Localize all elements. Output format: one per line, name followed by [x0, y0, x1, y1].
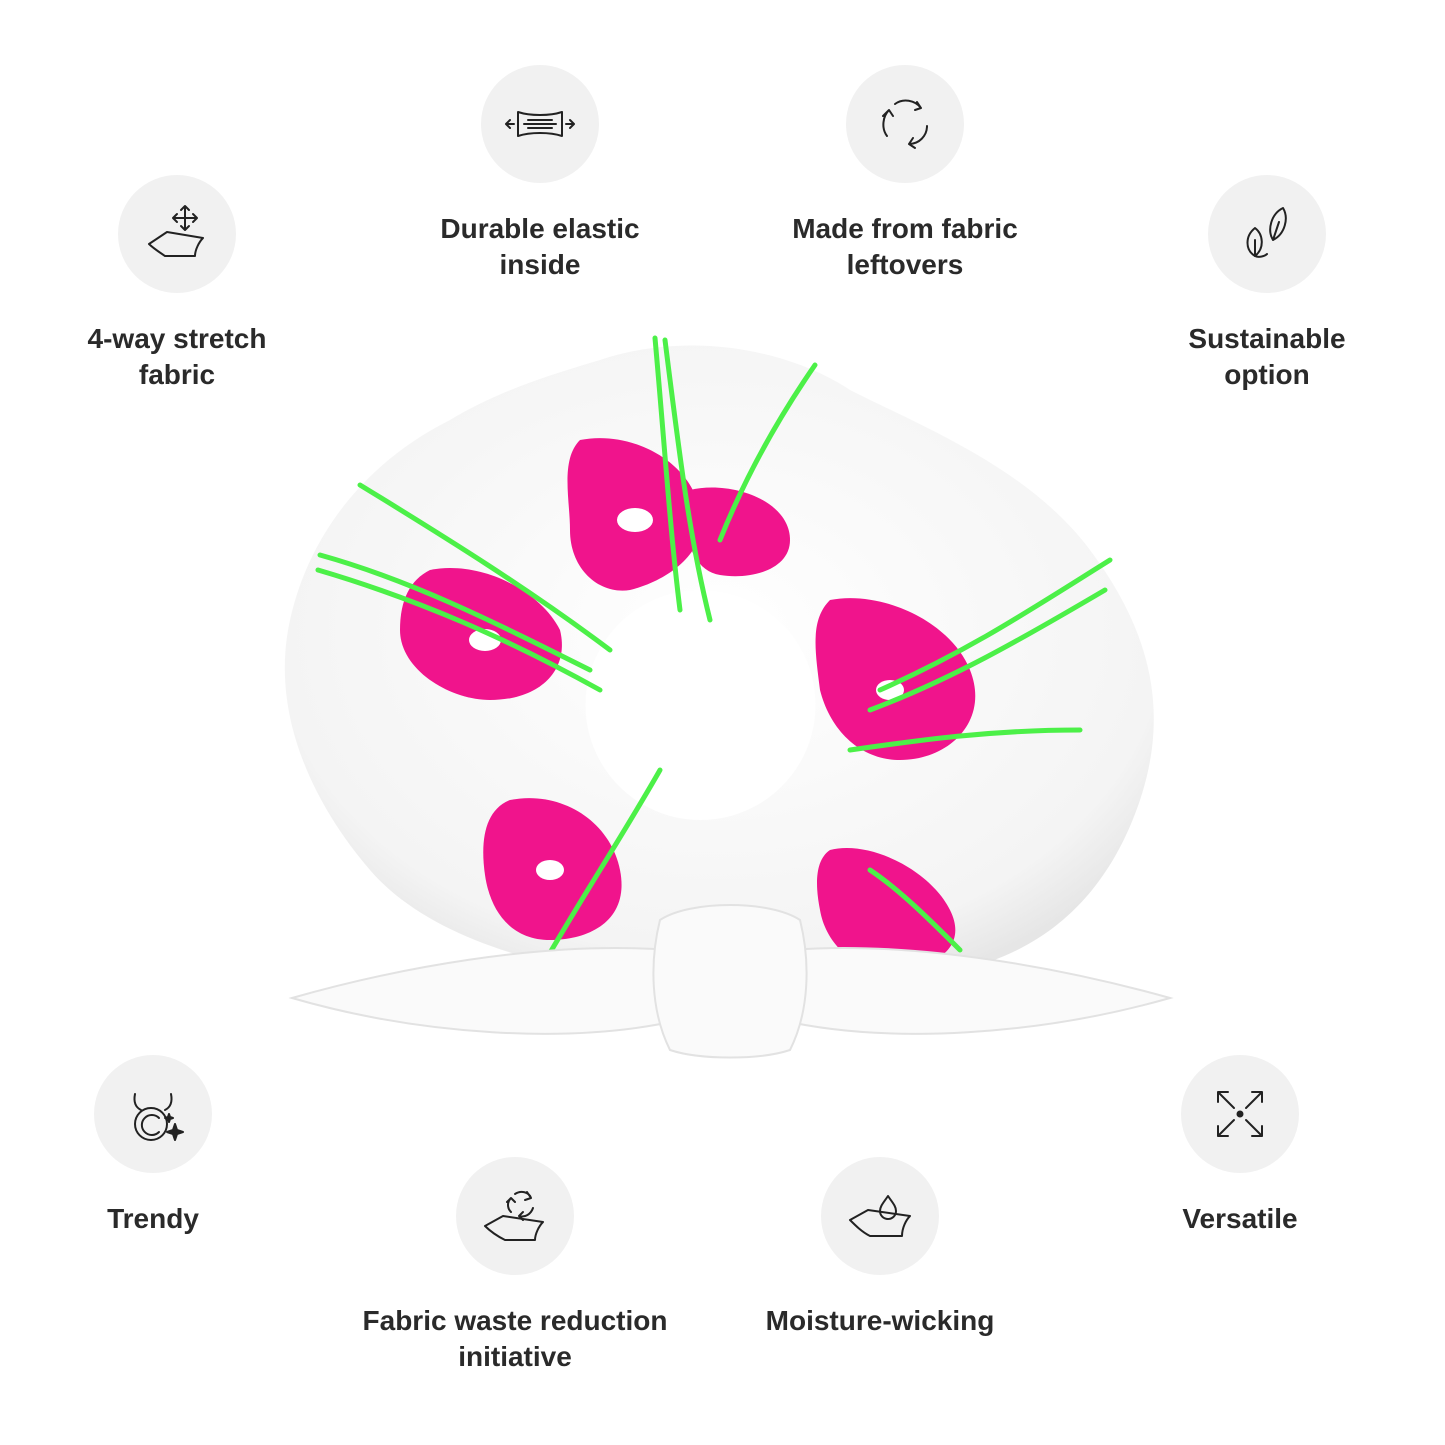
- fabric-recycle-icon: [484, 1190, 544, 1241]
- feature-fabric-leftovers: Made from fabric leftovers: [745, 65, 1065, 283]
- elastic-band-icon-circle: [481, 65, 599, 183]
- feature-label: Made from fabric leftovers: [792, 213, 1018, 280]
- feature-label: Durable elastic inside: [440, 213, 640, 280]
- feature-label: Moisture-wicking: [765, 1305, 995, 1336]
- elastic-band-icon: [505, 111, 575, 137]
- expand-arrows-icon-circle: [1181, 1055, 1299, 1173]
- recycle-arrows-icon: [882, 99, 928, 149]
- feature-label: Versatile: [1182, 1203, 1298, 1234]
- feature-versatile: Versatile: [1080, 1055, 1400, 1237]
- stretch-fabric-icon-circle: [118, 175, 236, 293]
- stretch-fabric-icon: [148, 205, 204, 257]
- feature-label: Trendy: [107, 1203, 199, 1234]
- expand-arrows-icon: [1217, 1091, 1263, 1137]
- recycle-arrows-icon-circle: [846, 65, 964, 183]
- feature-4-way-stretch: 4-way stretch fabric: [17, 175, 337, 393]
- trendy-sparkle-icon-circle: [94, 1055, 212, 1173]
- feature-trendy: Trendy: [0, 1055, 313, 1237]
- scrunchie-product-image: [284, 335, 1174, 1059]
- feature-fabric-waste-reduction: Fabric waste reduction initiative: [355, 1157, 675, 1375]
- leaves-icon: [1246, 207, 1287, 258]
- water-drop-fabric-icon-circle: [821, 1157, 939, 1275]
- fabric-recycle-icon-circle: [456, 1157, 574, 1275]
- feature-label: Fabric waste reduction initiative: [362, 1305, 668, 1372]
- feature-moisture-wicking: Moisture-wicking: [720, 1157, 1040, 1339]
- feature-label: 4-way stretch fabric: [87, 323, 267, 390]
- feature-durable-elastic: Durable elastic inside: [380, 65, 700, 283]
- feature-sustainable: Sustainable option: [1107, 175, 1427, 393]
- leaves-icon-circle: [1208, 175, 1326, 293]
- trendy-sparkle-icon: [133, 1093, 184, 1141]
- feature-label: Sustainable option: [1188, 323, 1346, 390]
- water-drop-fabric-icon: [849, 1195, 911, 1237]
